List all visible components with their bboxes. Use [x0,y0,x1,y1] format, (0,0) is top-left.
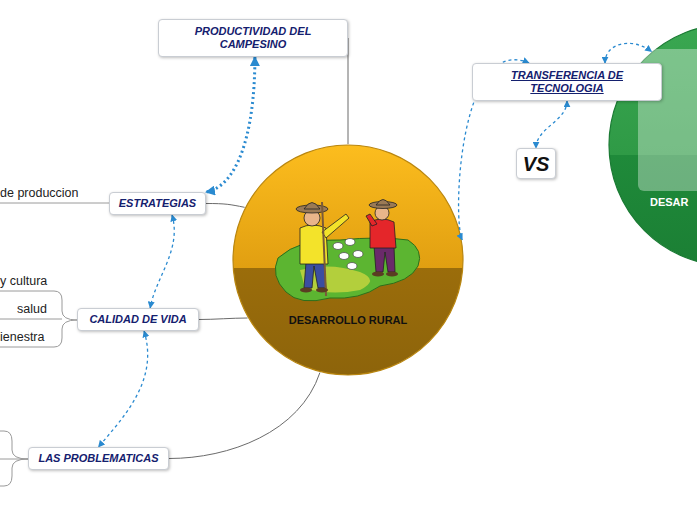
connector [206,57,255,192]
circle-shape [232,144,464,376]
gloss-highlight [638,49,697,191]
central-circle: DESAR [608,23,697,267]
sheep [333,243,343,250]
central-circle: DESARROLLO RURAL [232,144,464,376]
branch-text: y cultura [0,274,47,288]
circle-shape [608,23,697,267]
farmer-left [296,202,349,296]
topic-box: CALIDAD DE VIDA [77,308,199,331]
node-label: CALIDAD DE VIDA [89,313,186,326]
bracket-line [0,459,28,486]
node-label: DESARROLLO RURAL [232,314,464,327]
node-label: VS [523,153,550,175]
connector [605,43,652,63]
bracket-line [0,320,77,347]
bracket-line [0,291,77,320]
connector [199,318,248,320]
circle-outline [233,145,463,375]
node-label: DESAR [650,196,689,209]
branch-line [0,319,62,320]
connector [459,60,529,240]
connector [169,373,320,459]
topic-box: ESTRATEGIAS [109,192,206,215]
connector [150,215,174,308]
node-label: PRODUCTIVIDAD DEL CAMPESINO [187,25,319,51]
vs-box: VS [516,148,556,179]
bracket-line [0,431,28,459]
topic-box: TRANSFERENCIA DE TECNOLOGIA [472,63,662,101]
sheep [345,239,355,246]
node-label: LAS PROBLEMATICAS [38,452,158,465]
node-label: ESTRATEGIAS [119,197,196,210]
farmer-right [366,200,398,277]
branch-text: ienestra [0,330,44,344]
grass-shade [300,266,370,292]
sheep [339,253,349,260]
connector [99,331,148,447]
branch-line [0,203,109,204]
branch-text: de produccion [0,186,79,200]
topic-box: PRODUCTIVIDAD DEL CAMPESINO [158,19,348,57]
node-label: TRANSFERENCIA DE TECNOLOGIA [501,69,633,95]
branch-text: salud [17,302,47,316]
topic-box: LAS PROBLEMATICAS [28,447,169,470]
grass-patch [275,238,419,301]
sheep [353,251,363,258]
connector [348,38,349,144]
connector [536,101,567,148]
sheep [347,263,357,270]
connector [206,204,245,208]
circle-outline [609,24,697,266]
